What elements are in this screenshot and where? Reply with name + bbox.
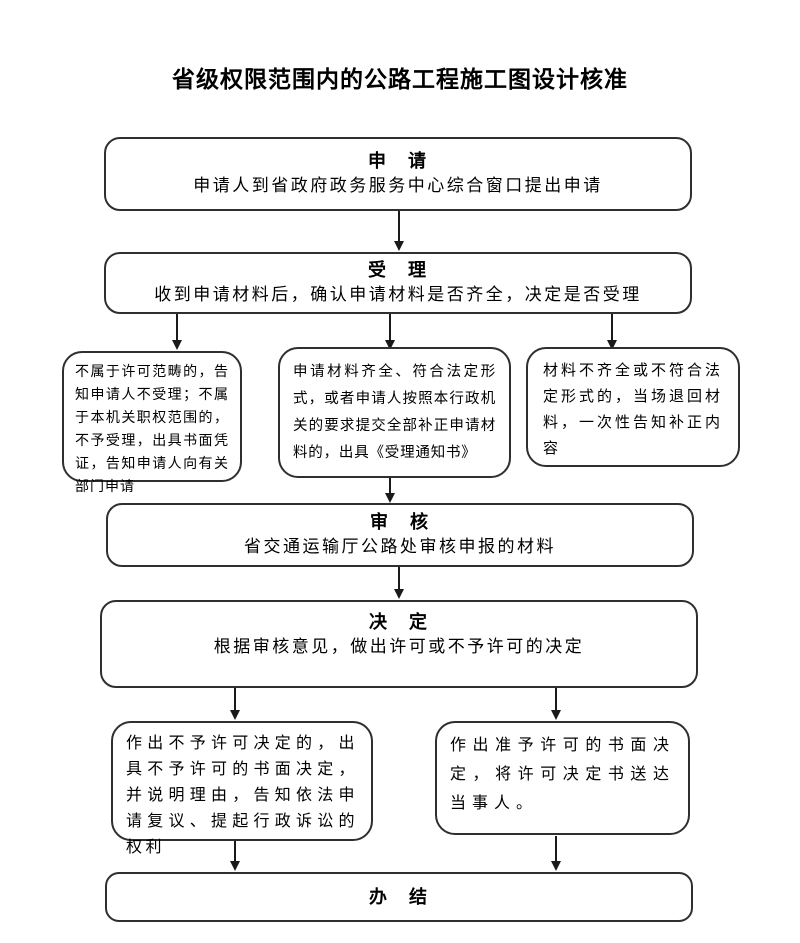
node-decision-body: 根据审核意见，做出许可或不予许可的决定 — [213, 637, 585, 656]
node-complete-heading: 办 结 — [369, 887, 429, 907]
node-review-heading: 审 核 — [370, 512, 430, 532]
node-apply: 申 请 申请人到省政府政务服务中心综合窗口提出申请 — [104, 137, 692, 211]
arrow-grant-to-complete — [551, 836, 561, 871]
arrow-accept-to-accepted — [385, 314, 395, 350]
node-grant: 作出准予许可的书面决定，将许可决定书送达当事人。 — [435, 721, 690, 835]
node-review: 审 核 省交通运输厅公路处审核申报的材料 — [106, 503, 694, 567]
node-returned: 材料不齐全或不符合法定形式的，当场退回材料，一次性告知补正内容 — [526, 347, 740, 467]
arrow-accept-to-not-accepted — [172, 314, 182, 350]
node-accept-body: 收到申请材料后，确认申请材料是否齐全，决定是否受理 — [154, 285, 642, 304]
arrow-accept-to-returned — [607, 314, 617, 350]
node-decision-heading: 决 定 — [369, 612, 429, 632]
node-review-body: 省交通运输厅公路处审核申报的材料 — [244, 537, 556, 556]
arrow-decision-to-deny — [230, 688, 240, 720]
node-returned-body: 材料不齐全或不符合法定形式的，当场退回材料，一次性告知补正内容 — [543, 363, 724, 457]
node-deny: 作出不予许可决定的，出具不予许可的书面决定，并说明理由，告知依法申请复议、提起行… — [111, 721, 373, 856]
node-apply-heading: 申 请 — [368, 151, 428, 171]
node-apply-body: 申请人到省政府政务服务中心综合窗口提出申请 — [193, 176, 603, 195]
node-not-accepted: 不属于许可范畴的，告知申请人不受理；不属于本机关职权范围的，不予受理，出具书面凭… — [62, 351, 242, 495]
arrow-review-to-decision — [394, 567, 404, 599]
page-title: 省级权限范围内的公路工程施工图设计核准 — [172, 66, 628, 92]
node-deny-body: 作出不予许可决定的，出具不予许可的书面决定，并说明理由，告知依法申请复议、提起行… — [126, 735, 358, 856]
arrow-deny-to-complete — [230, 841, 240, 871]
node-grant-body: 作出准予许可的书面决定，将许可决定书送达当事人。 — [450, 737, 675, 812]
arrow-accepted-to-review — [385, 478, 395, 503]
node-accepted-body: 申请材料齐全、符合法定形式，或者申请人按照本行政机关的要求提交全部补正申请材料的… — [293, 364, 496, 461]
node-accept-heading: 受 理 — [368, 260, 428, 280]
node-accept: 受 理 收到申请材料后，确认申请材料是否齐全，决定是否受理 — [104, 252, 692, 314]
arrow-apply-to-accept — [394, 211, 404, 251]
node-complete: 办 结 — [105, 872, 693, 922]
node-decision: 决 定 根据审核意见，做出许可或不予许可的决定 — [100, 600, 698, 688]
node-not-accepted-body: 不属于许可范畴的，告知申请人不受理；不属于本机关职权范围的，不予受理，出具书面凭… — [75, 365, 229, 495]
node-accepted: 申请材料齐全、符合法定形式，或者申请人按照本行政机关的要求提交全部补正申请材料的… — [278, 347, 511, 478]
arrow-decision-to-grant — [551, 688, 561, 720]
